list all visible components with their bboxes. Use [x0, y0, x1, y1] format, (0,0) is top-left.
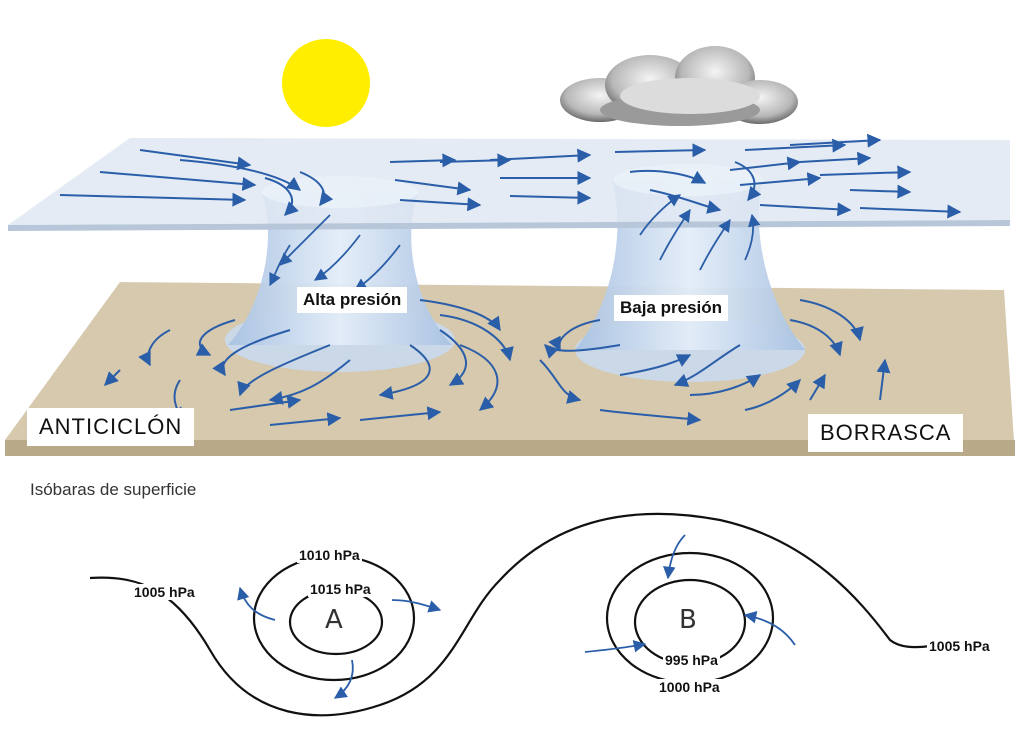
isobar-label-1015: 1015 hPa: [308, 581, 373, 597]
low-pressure-label: Baja presión: [614, 295, 729, 321]
anticyclone-label: ANTICICLÓN: [27, 408, 195, 446]
cloud-icon: [560, 46, 798, 126]
isobar-label-995: 995 hPa: [663, 652, 720, 668]
storm-label: BORRASCA: [808, 414, 964, 452]
isobar-label-1000: 1000 hPa: [657, 679, 722, 695]
isobar-flow-arrows: [237, 534, 796, 699]
isobar-label-1005-right: 1005 hPa: [927, 638, 992, 654]
surface-isobars-title: Isóbaras de superficie: [30, 480, 197, 499]
surface-isobars: [89, 512, 931, 717]
high-pressure-label: Alta presión: [297, 287, 408, 313]
isobar-label-1010: 1010 hPa: [297, 547, 362, 563]
isobar-label-1005-left: 1005 hPa: [132, 584, 197, 600]
isobar-1005: [89, 512, 931, 717]
sun-icon: [282, 39, 370, 127]
high-center-letter: A: [325, 605, 343, 635]
column-flow-arrows: [269, 194, 761, 291]
upper-wind-arrows: [59, 133, 962, 219]
low-center-letter: B: [679, 605, 697, 635]
